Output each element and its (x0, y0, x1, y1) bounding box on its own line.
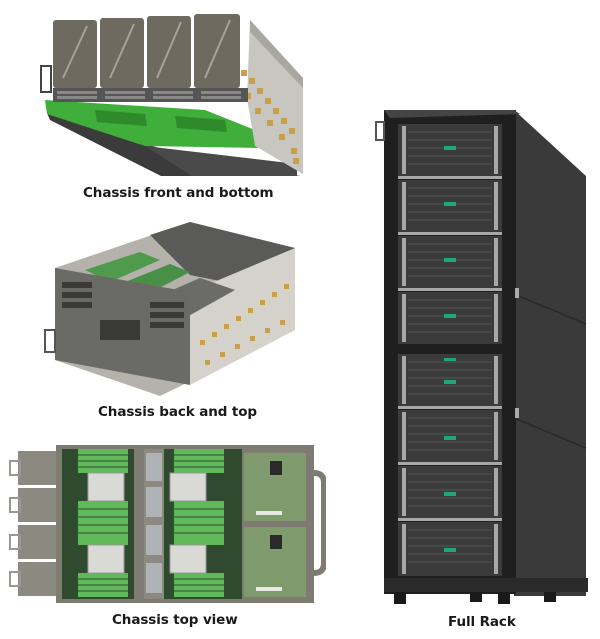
chassis-front-bottom-image (35, 8, 305, 176)
caption-full-rack: Full Rack (448, 614, 516, 630)
chassis-back-top-image (40, 220, 300, 398)
caption-chassis-top-view: Chassis top view (112, 612, 238, 628)
chassis-top-view-image (8, 443, 326, 605)
caption-chassis-back-top: Chassis back and top (98, 404, 257, 420)
caption-chassis-front-bottom: Chassis front and bottom (83, 185, 274, 201)
full-rack-image (374, 108, 592, 608)
